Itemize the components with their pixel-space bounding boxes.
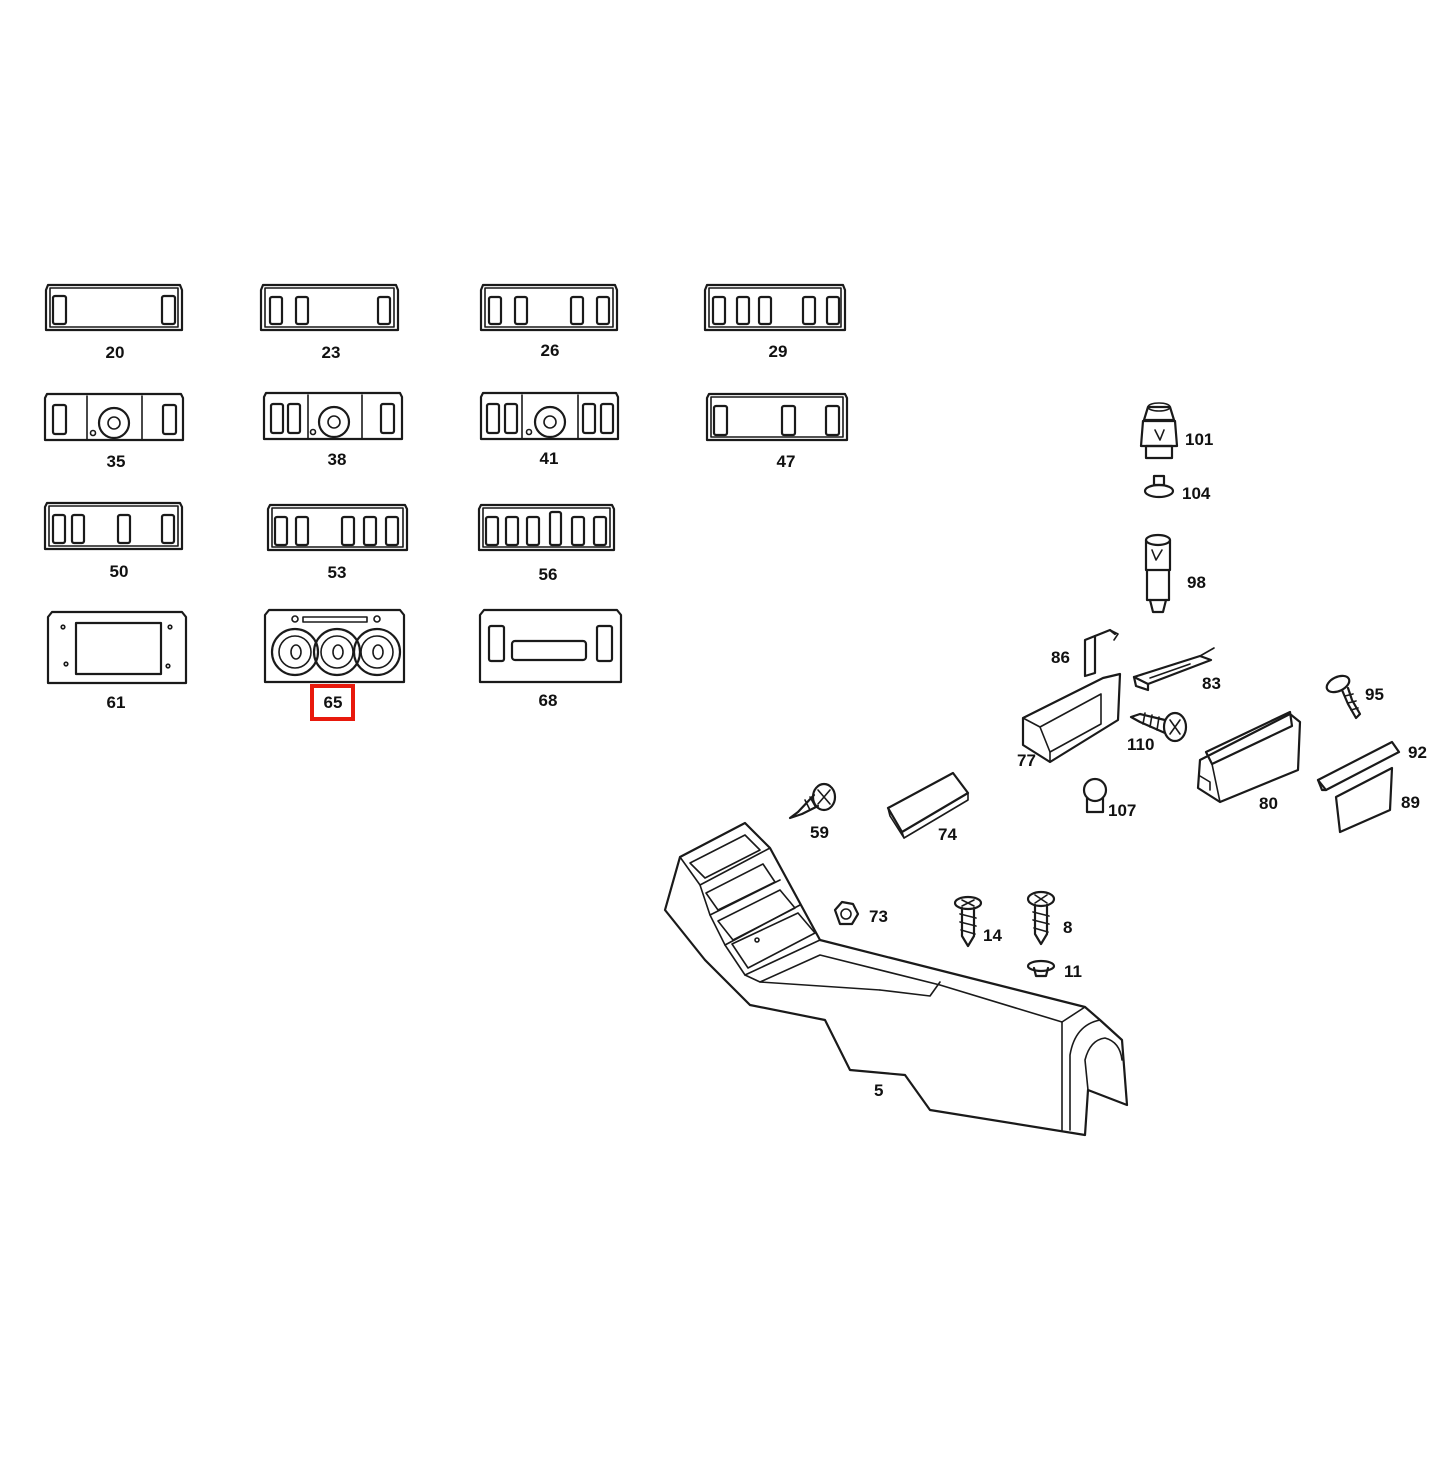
panel-29[interactable]: 29: [703, 283, 847, 361]
panel-65[interactable]: 65: [263, 608, 406, 721]
part-label-23: 23: [322, 343, 341, 362]
part-74[interactable]: 74: [886, 771, 970, 844]
panel-56[interactable]: 56: [477, 503, 616, 584]
part-label-77: 77: [1017, 751, 1036, 770]
part-label-107: 107: [1108, 801, 1136, 820]
part-104[interactable]: 104: [1143, 474, 1211, 503]
center-console-5[interactable]: 5: [663, 821, 1129, 1137]
part-label-11: 11: [1064, 962, 1082, 981]
part-label-92: 92: [1408, 743, 1427, 762]
part-101[interactable]: 101: [1139, 402, 1213, 460]
part-label-101: 101: [1185, 430, 1213, 449]
part-label-29: 29: [769, 342, 788, 361]
part-label-80: 80: [1259, 794, 1278, 813]
part-label-110: 110: [1127, 735, 1154, 754]
part-11[interactable]: 11: [1026, 959, 1082, 981]
part-label-41: 41: [540, 449, 559, 468]
panel-47[interactable]: 47: [705, 392, 849, 471]
part-107[interactable]: 107: [1082, 777, 1136, 820]
part-110[interactable]: 110: [1127, 711, 1188, 754]
panel-38[interactable]: 38: [262, 391, 404, 469]
part-label-59: 59: [810, 823, 829, 842]
part-95[interactable]: 95: [1324, 673, 1384, 720]
part-label-65: 65: [324, 693, 343, 712]
part-8[interactable]: 8: [1026, 890, 1072, 946]
part-80[interactable]: 80: [1196, 710, 1302, 813]
part-77[interactable]: 77: [1017, 672, 1122, 770]
part-label-35: 35: [107, 452, 126, 471]
panel-20[interactable]: 20: [44, 283, 184, 362]
panel-23[interactable]: 23: [259, 283, 400, 362]
part-83[interactable]: 83: [1132, 647, 1221, 693]
highlight-box: [310, 684, 355, 721]
part-86[interactable]: 86: [1051, 628, 1119, 678]
part-label-98: 98: [1187, 573, 1206, 592]
part-label-104: 104: [1182, 484, 1211, 503]
part-label-5: 5: [874, 1081, 883, 1100]
part-label-38: 38: [328, 450, 347, 469]
panel-53[interactable]: 53: [266, 503, 409, 582]
part-14[interactable]: 14: [953, 895, 1002, 948]
part-label-86: 86: [1051, 648, 1070, 667]
part-label-8: 8: [1063, 918, 1072, 937]
panel-35[interactable]: 35: [43, 392, 185, 471]
part-label-73: 73: [869, 907, 888, 926]
part-label-14: 14: [983, 926, 1002, 945]
part-label-61: 61: [107, 693, 126, 712]
part-label-89: 89: [1401, 793, 1420, 812]
part-label-56: 56: [539, 565, 558, 584]
panel-41[interactable]: 41: [479, 391, 620, 468]
part-label-95: 95: [1365, 685, 1384, 704]
panel-50[interactable]: 50: [43, 501, 184, 581]
part-59[interactable]: 59: [788, 782, 837, 842]
part-73[interactable]: 73: [833, 900, 888, 926]
part-label-83: 83: [1202, 674, 1221, 693]
part-98[interactable]: 98: [1144, 533, 1206, 614]
panel-26[interactable]: 26: [479, 283, 619, 360]
part-label-68: 68: [539, 691, 558, 710]
part-label-20: 20: [106, 343, 125, 362]
part-89[interactable]: 89: [1334, 766, 1420, 834]
part-92[interactable]: 92: [1316, 740, 1427, 792]
panel-61[interactable]: 61: [46, 610, 188, 712]
part-label-26: 26: [541, 341, 560, 360]
panel-68[interactable]: 68: [478, 608, 623, 710]
part-label-50: 50: [110, 562, 129, 581]
part-label-53: 53: [328, 563, 347, 582]
part-label-47: 47: [777, 452, 796, 471]
part-label-74: 74: [938, 825, 957, 844]
